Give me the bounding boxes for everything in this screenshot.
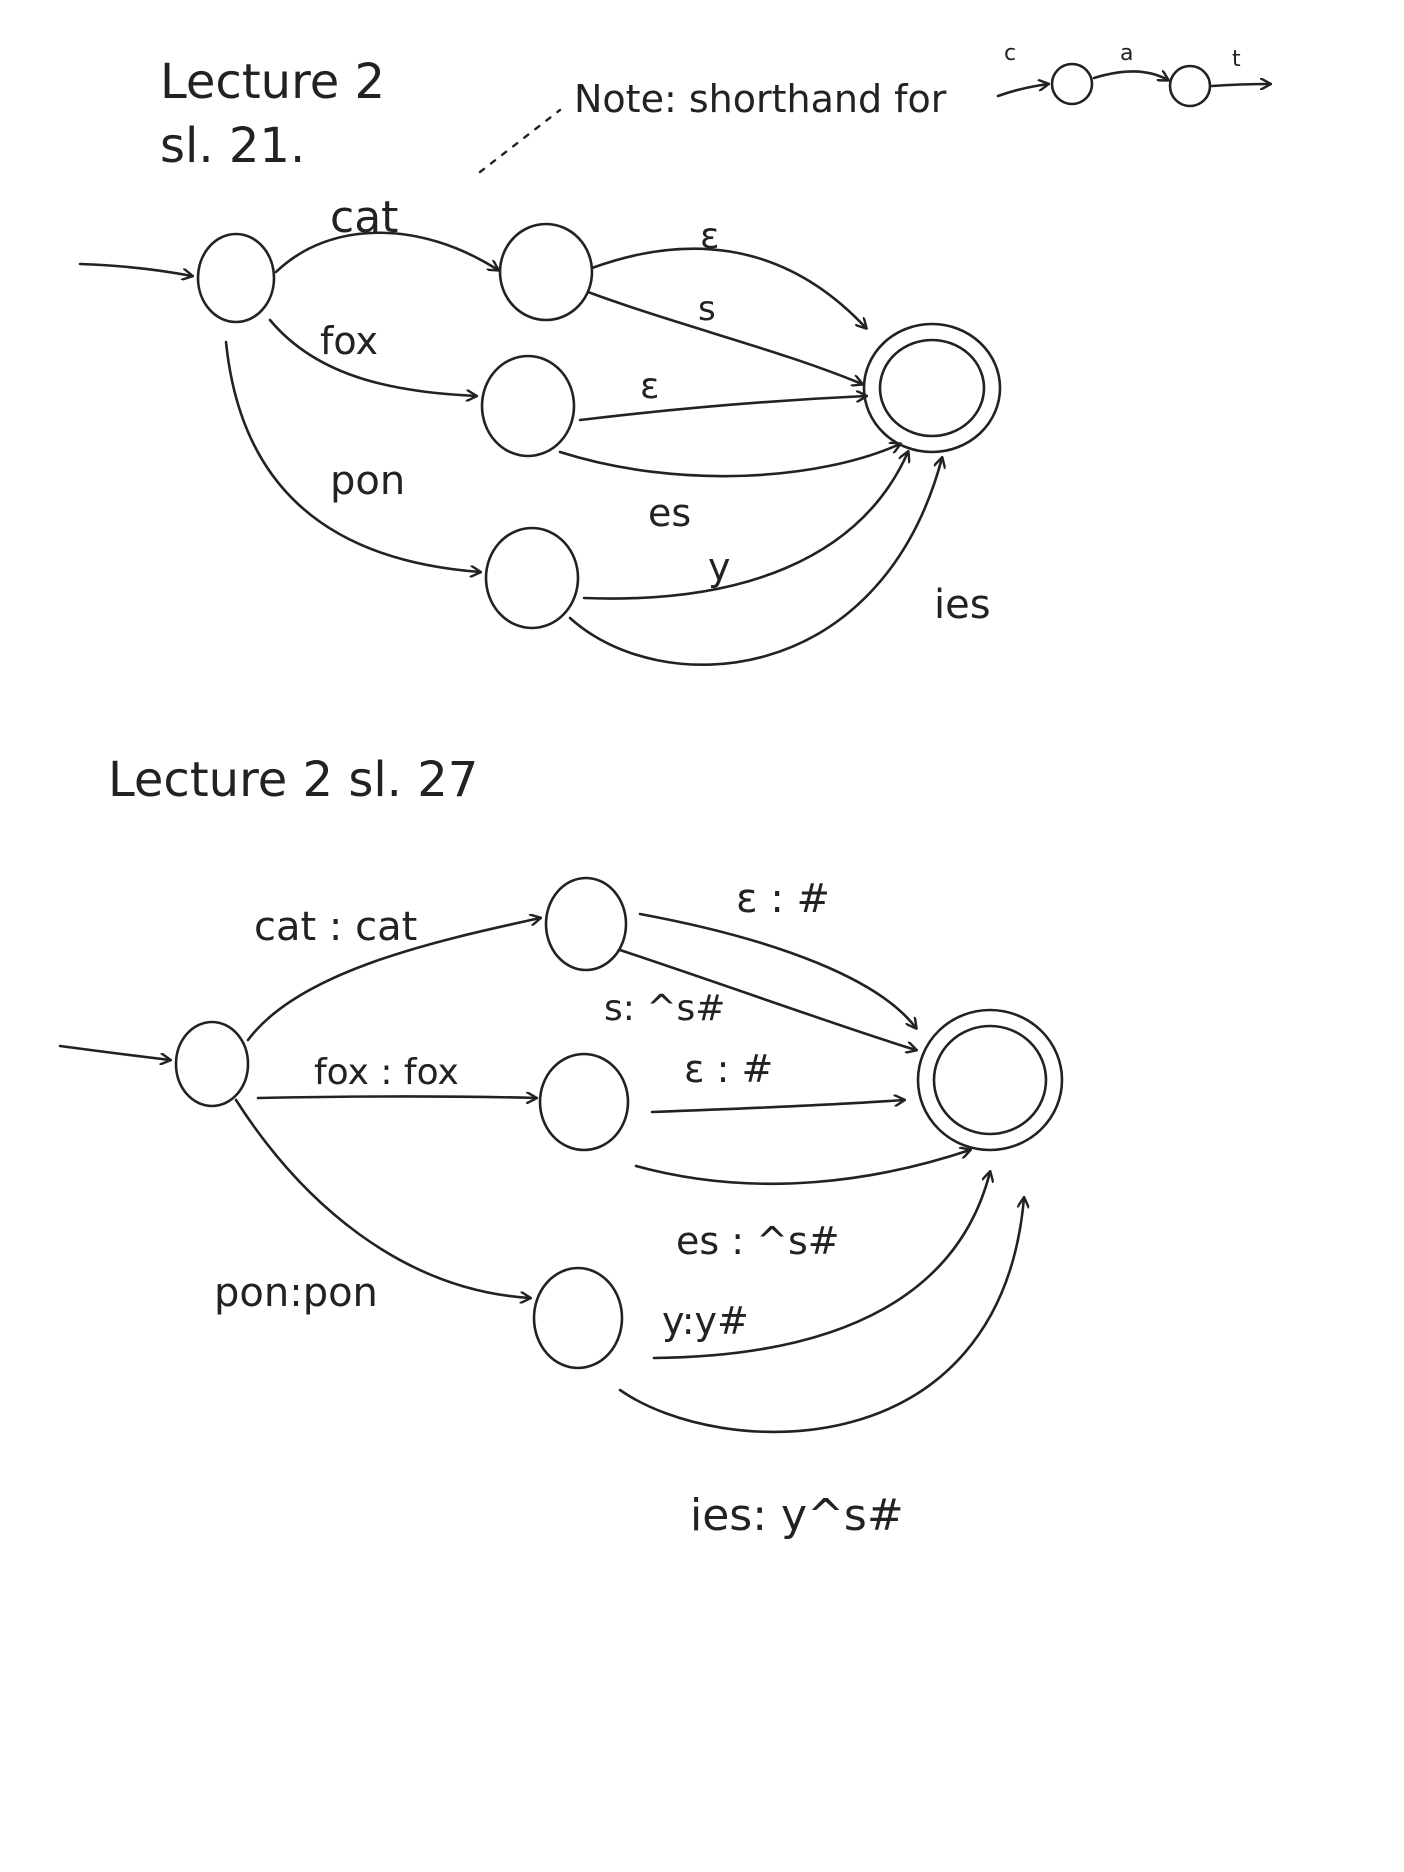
d2-edge-pon (234, 1098, 530, 1298)
d1-label-fox: fox (320, 319, 378, 363)
note-text: Note: shorthand for (574, 77, 947, 121)
d2-edge-cat-eps (638, 912, 916, 1028)
d1-label-cat: cat (330, 192, 398, 243)
d2-start-arrow (58, 1044, 170, 1060)
d1-label-cat-s: s (698, 289, 716, 329)
d2-label-pon-ies: ies: y^s# (690, 1490, 904, 1541)
d2-label-pon: pon:pon (214, 1270, 378, 1316)
d2-state-final-outer (916, 1008, 1064, 1152)
d1-label-pon-ies: ies (934, 582, 991, 628)
d2-label-fox-es: es : ^s# (676, 1219, 840, 1263)
d2-state-cat (544, 876, 628, 972)
note-connector (478, 108, 562, 174)
d2-label-pon-y: y:y# (662, 1299, 749, 1343)
d1-state-final-outer (862, 322, 1002, 454)
d2-state-pon (532, 1266, 624, 1370)
shorthand-example: c a t (996, 41, 1270, 108)
example-label-a: a (1120, 41, 1133, 66)
d1-edge-pon (224, 340, 480, 572)
d1-edge-fox-es (558, 444, 900, 478)
d1-label-cat-eps: ε (700, 216, 719, 257)
d1-label-pon: pon (330, 458, 405, 504)
d2-label-cat-s: s: ^s# (604, 988, 725, 1029)
d2-label-cat: cat : cat (254, 904, 417, 950)
d1-label-pon-y: y (708, 545, 731, 589)
d2-edge-pon-y (652, 1172, 990, 1360)
d2-edge-cat (246, 918, 540, 1042)
d2-label-cat-eps: ε : # (736, 876, 830, 922)
d1-state-cat (498, 222, 594, 322)
example-state-1 (1050, 62, 1094, 106)
d1-edge-fox-eps (578, 396, 866, 422)
diagram-finite-state-transducer: cat : cat fox : fox pon:pon ε : # s: ^s#… (58, 876, 1064, 1541)
d2-edge-fox (256, 1097, 536, 1099)
d1-state-fox (480, 354, 576, 458)
d1-start-arrow (78, 262, 192, 276)
d2-label-fox: fox : fox (314, 1052, 459, 1093)
d1-edge-pon-y (582, 452, 908, 600)
d2-label-fox-eps: ε : # (684, 1047, 773, 1091)
d1-edge-cat (274, 231, 498, 274)
example-label-t: t (1232, 47, 1241, 72)
title-lecture: Lecture 2 (160, 54, 385, 110)
d2-edge-fox-eps (650, 1100, 904, 1114)
d1-edge-cat-s (586, 290, 862, 384)
d1-edge-pon-ies (568, 458, 942, 667)
d2-state-final-inner (932, 1024, 1048, 1136)
d2-state-start (174, 1020, 250, 1108)
d2-edge-cat-s (618, 948, 916, 1050)
d1-label-fox-es: es (648, 491, 691, 535)
d1-edge-cat-eps (590, 247, 866, 328)
title-slide: sl. 21. (160, 118, 305, 174)
d1-state-pon (484, 526, 580, 630)
diagram-finite-state-automaton: cat fox pon ε s ε es y ies (78, 192, 1002, 667)
example-state-2 (1168, 64, 1212, 108)
section2-title: Lecture 2 sl. 27 (108, 752, 478, 808)
d1-state-final-inner (878, 338, 986, 438)
example-label-c: c (1004, 41, 1016, 66)
d1-edge-fox (268, 318, 476, 396)
d1-state-start (196, 232, 276, 324)
d2-state-fox (538, 1052, 630, 1152)
d1-label-fox-eps: ε (640, 366, 659, 407)
d2-edge-fox-es (634, 1150, 970, 1186)
d2-edge-pon-ies (618, 1198, 1024, 1434)
